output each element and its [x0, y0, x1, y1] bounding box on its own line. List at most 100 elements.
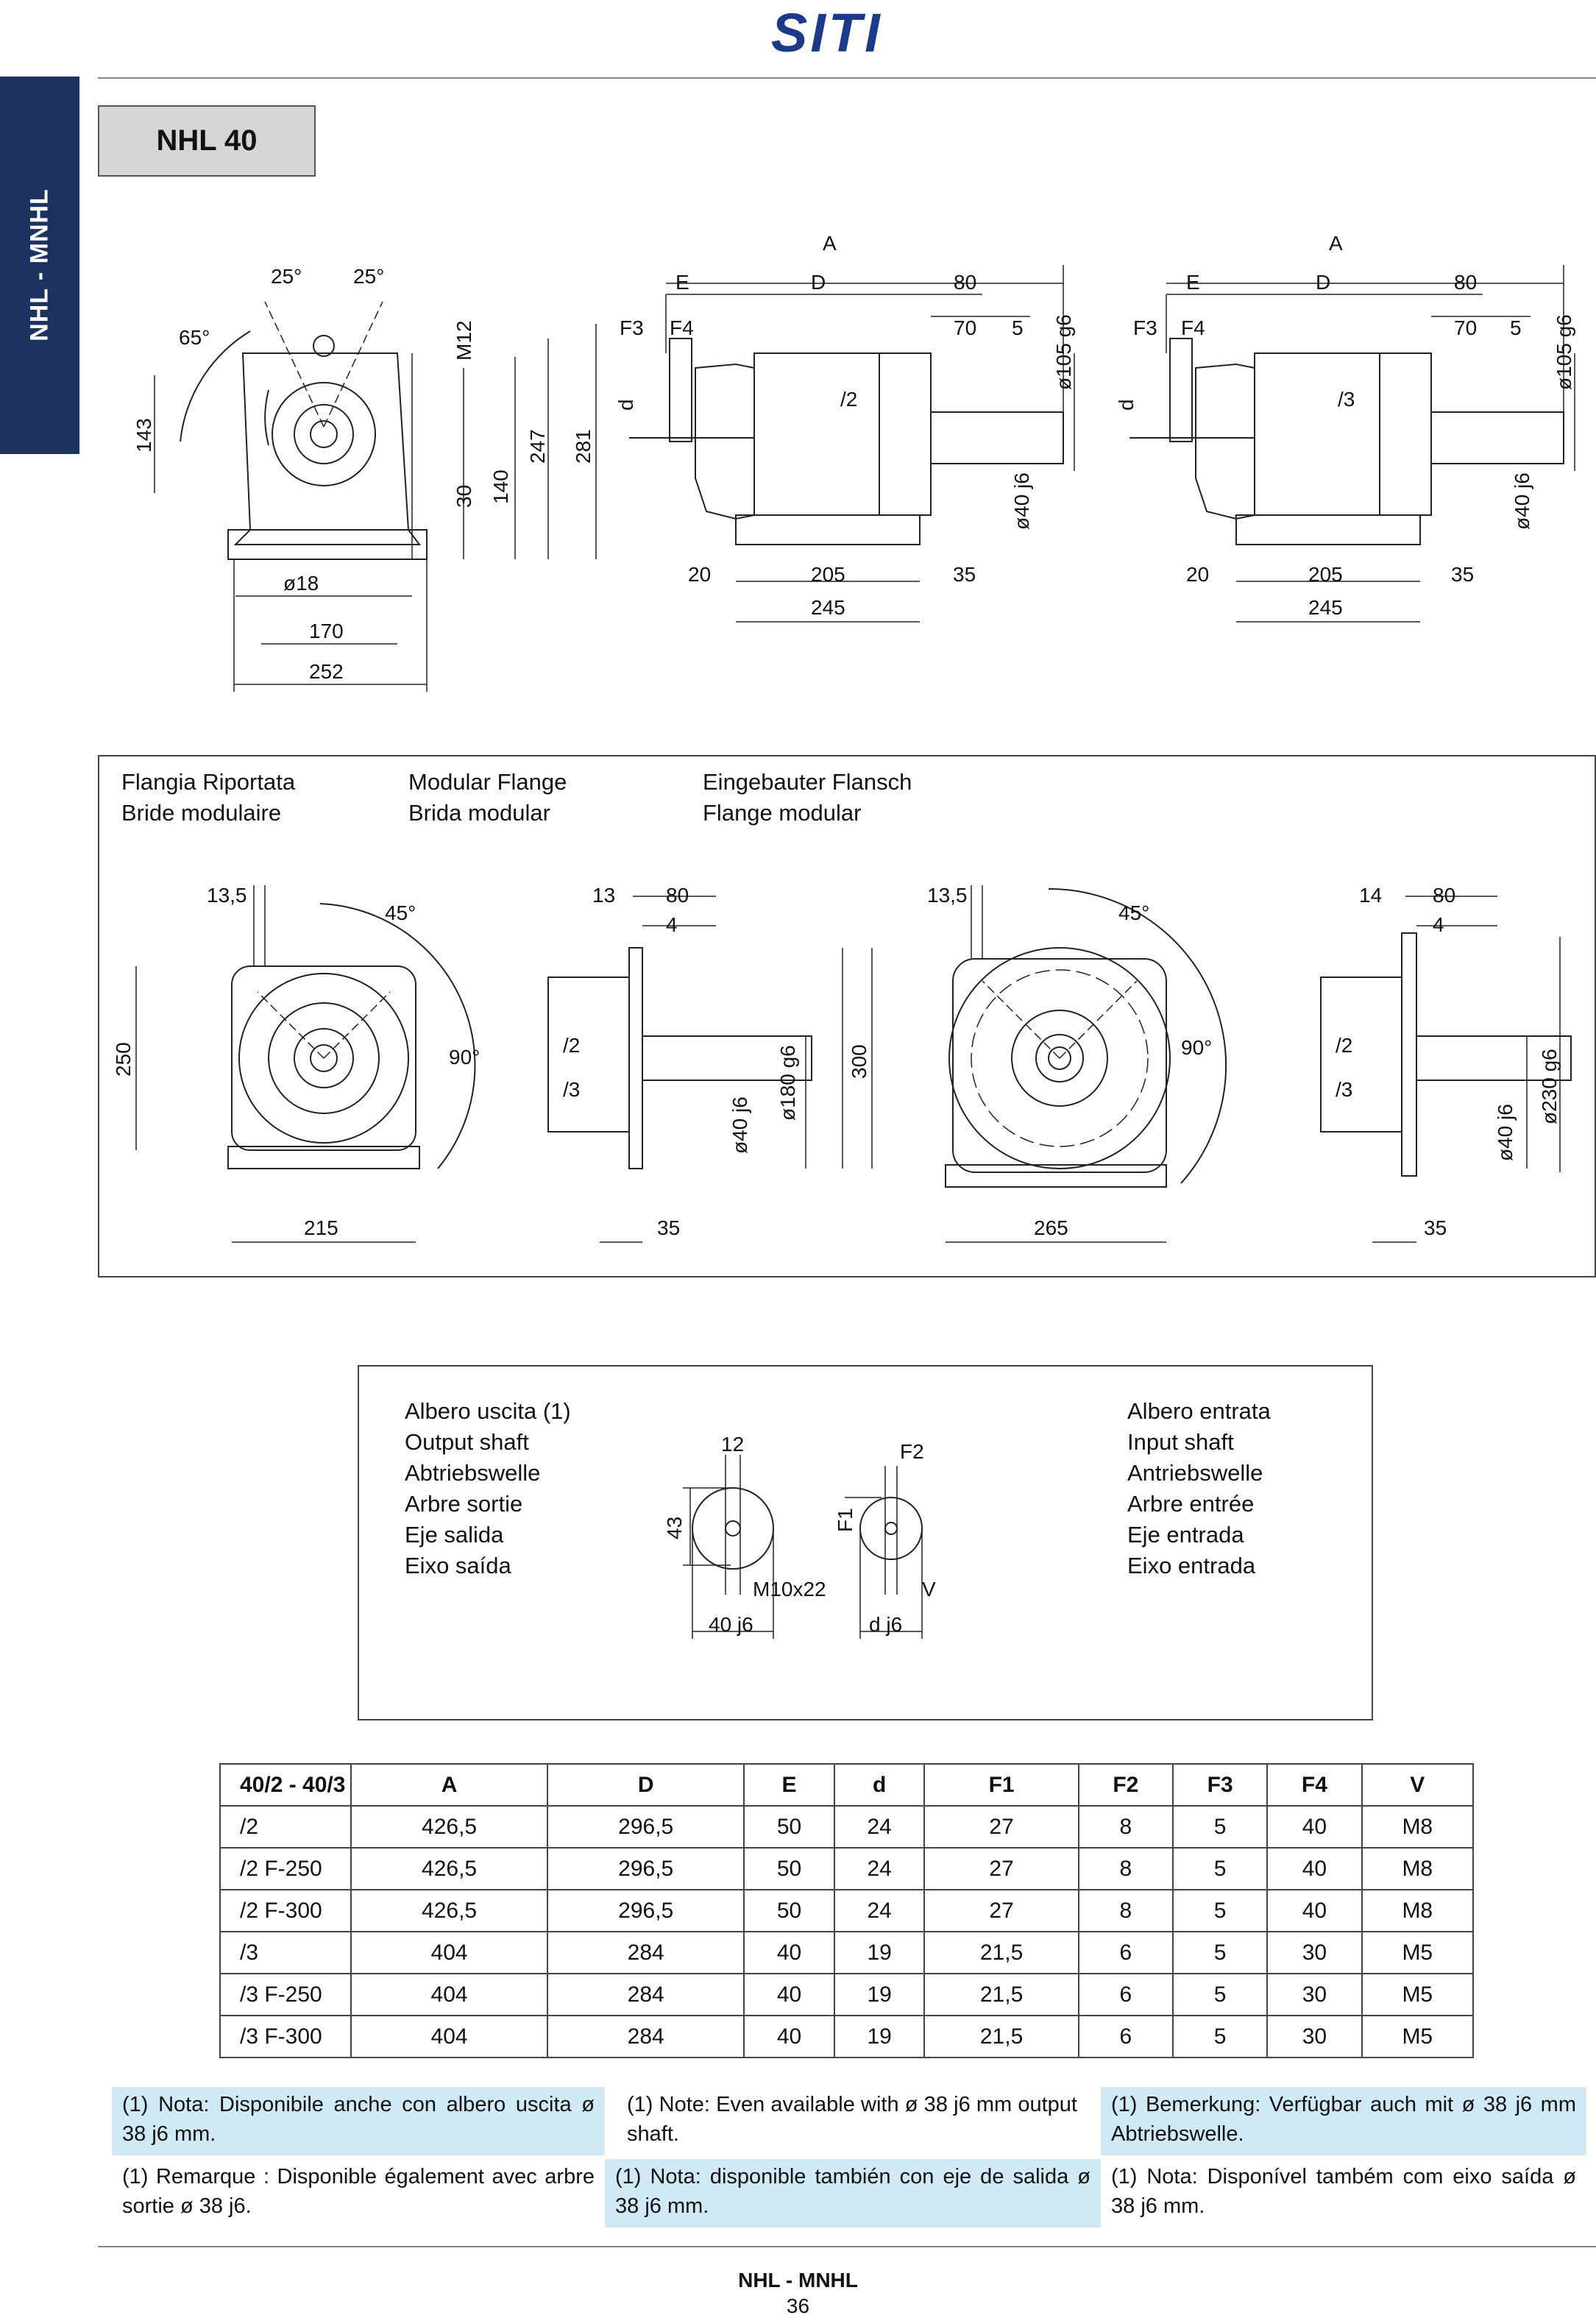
- side2-stage: /2: [840, 388, 857, 411]
- side3-F4: F4: [1181, 316, 1205, 339]
- table-cell: /2 F-250: [219, 1847, 352, 1890]
- f300-angle90: 90°: [1181, 1036, 1212, 1059]
- side3-E: E: [1186, 271, 1200, 294]
- footer-rule: [98, 2246, 1596, 2247]
- front-w252: 252: [309, 660, 344, 683]
- s300-80: 80: [1433, 884, 1455, 907]
- col-F3: F3: [1171, 1763, 1269, 1807]
- table-cell: /2 F-300: [219, 1889, 352, 1932]
- f250-angle90: 90°: [449, 1046, 480, 1068]
- table-cell: 284: [547, 1931, 745, 1974]
- side2-E: E: [675, 271, 689, 294]
- table-cell: 404: [350, 1973, 549, 2016]
- f250-h: 13,5: [207, 884, 247, 907]
- note-en: (1) Note: Even available with ø 38 j6 mm…: [627, 2093, 1077, 2146]
- table-cell: 19: [833, 1931, 926, 1974]
- table-cell: 30: [1266, 1931, 1363, 1974]
- front-angle-left: 25°: [271, 265, 302, 288]
- col-model: 40/2 - 40/3: [219, 1763, 352, 1807]
- table-cell: 296,5: [547, 1889, 745, 1932]
- s300-stage3: /3: [1336, 1078, 1352, 1101]
- table-cell: M8: [1361, 1889, 1475, 1932]
- f250-width: 215: [304, 1216, 338, 1239]
- input-line-fr: Arbre entrée: [1127, 1491, 1255, 1517]
- table-cell: 40: [743, 2015, 835, 2058]
- output-line-en: Output shaft: [405, 1429, 529, 1455]
- shaft-panel: Albero uscita (1) Output shaft Abtriebsw…: [358, 1365, 1373, 1720]
- flange-title-2-line1: Modular Flange: [408, 769, 567, 795]
- table-cell: 6: [1077, 1973, 1174, 2016]
- side2-80: 80: [954, 271, 976, 294]
- table-cell: 30: [1266, 1973, 1363, 2016]
- flange-panel: Flangia Riportata Bride modulaire Modula…: [98, 755, 1596, 1277]
- table-cell: 50: [743, 1805, 835, 1849]
- side3-dia105: ø105 g6: [1553, 314, 1575, 390]
- table-cell: 296,5: [547, 1847, 745, 1890]
- table-cell: M8: [1361, 1847, 1475, 1890]
- table-cell: 5: [1171, 1973, 1269, 2016]
- output-line-pt: Eixo saída: [405, 1553, 511, 1578]
- input-line-es: Eje entrada: [1127, 1522, 1244, 1548]
- note-pt: (1) Nota: Disponível também com eixo saí…: [1111, 2165, 1576, 2218]
- output-shaft-labels: Albero uscita (1) Output shaft Abtriebsw…: [405, 1396, 571, 1581]
- side2-35: 35: [953, 563, 976, 586]
- output-line-de: Abtriebswelle: [405, 1460, 541, 1486]
- side3-F3: F3: [1133, 316, 1157, 339]
- s250-stage2: /2: [563, 1034, 580, 1057]
- table-cell: 6: [1077, 2015, 1174, 2058]
- table-cell: M5: [1361, 2015, 1475, 2058]
- input-line-en: Input shaft: [1127, 1429, 1234, 1455]
- table-cell: 19: [833, 2015, 926, 2058]
- front-angle-right: 25°: [353, 265, 384, 288]
- flange-title-1-line1: Flangia Riportata: [121, 769, 296, 795]
- f300-angle45: 45°: [1118, 901, 1149, 924]
- side2-dia105: ø105 g6: [1052, 314, 1075, 390]
- input-line-it: Albero entrata: [1127, 1398, 1271, 1424]
- table-cell: 19: [833, 1973, 926, 2016]
- front-h143: 143: [132, 418, 155, 453]
- side3-stage: /3: [1338, 388, 1355, 411]
- table-cell: /3 F-250: [219, 1973, 352, 2016]
- side2-5: 5: [1012, 316, 1024, 339]
- side3-70: 70: [1454, 316, 1477, 339]
- s300-stage2: /2: [1336, 1034, 1352, 1057]
- table-cell: 5: [1171, 1847, 1269, 1890]
- output-line-fr: Arbre sortie: [405, 1491, 523, 1517]
- front-w170: 170: [309, 620, 344, 642]
- front-d18: ø18: [283, 572, 319, 595]
- table-cell: M8: [1361, 1805, 1475, 1849]
- table-cell: 426,5: [350, 1847, 549, 1890]
- input-line-pt: Eixo entrada: [1127, 1553, 1256, 1578]
- f300-h: 13,5: [927, 884, 968, 907]
- s250-dia180: ø180 g6: [776, 1045, 799, 1121]
- side2-205: 205: [811, 563, 845, 586]
- table-cell: 27: [923, 1889, 1079, 1932]
- col-A: A: [350, 1763, 549, 1807]
- side2-20: 20: [688, 563, 711, 586]
- table-cell: 40: [743, 1973, 835, 2016]
- output-line-it: Albero uscita (1): [405, 1398, 571, 1424]
- output-line-es: Eje salida: [405, 1522, 504, 1548]
- table-cell: M5: [1361, 1931, 1475, 1974]
- side2-245: 245: [811, 596, 845, 619]
- f300-width: 265: [1034, 1216, 1068, 1239]
- side3-20: 20: [1186, 563, 1209, 586]
- side3-5: 5: [1510, 316, 1522, 339]
- table-cell: 24: [833, 1847, 926, 1890]
- out-h43: 43: [663, 1517, 686, 1539]
- side3-245: 245: [1308, 596, 1343, 619]
- side3-d: d: [1115, 399, 1138, 411]
- flange-title-2-line2: Brida modular: [408, 800, 550, 826]
- f250-angle45: 45°: [385, 901, 416, 924]
- input-line-de: Antriebswelle: [1127, 1460, 1263, 1486]
- out-dia: 40 j6: [709, 1613, 753, 1636]
- col-F4: F4: [1266, 1763, 1363, 1807]
- table-cell: 8: [1077, 1805, 1174, 1849]
- table-cell: 50: [743, 1889, 835, 1932]
- note-it: (1) Nota: Disponibile anche con albero u…: [112, 2087, 605, 2155]
- side3-80: 80: [1454, 271, 1477, 294]
